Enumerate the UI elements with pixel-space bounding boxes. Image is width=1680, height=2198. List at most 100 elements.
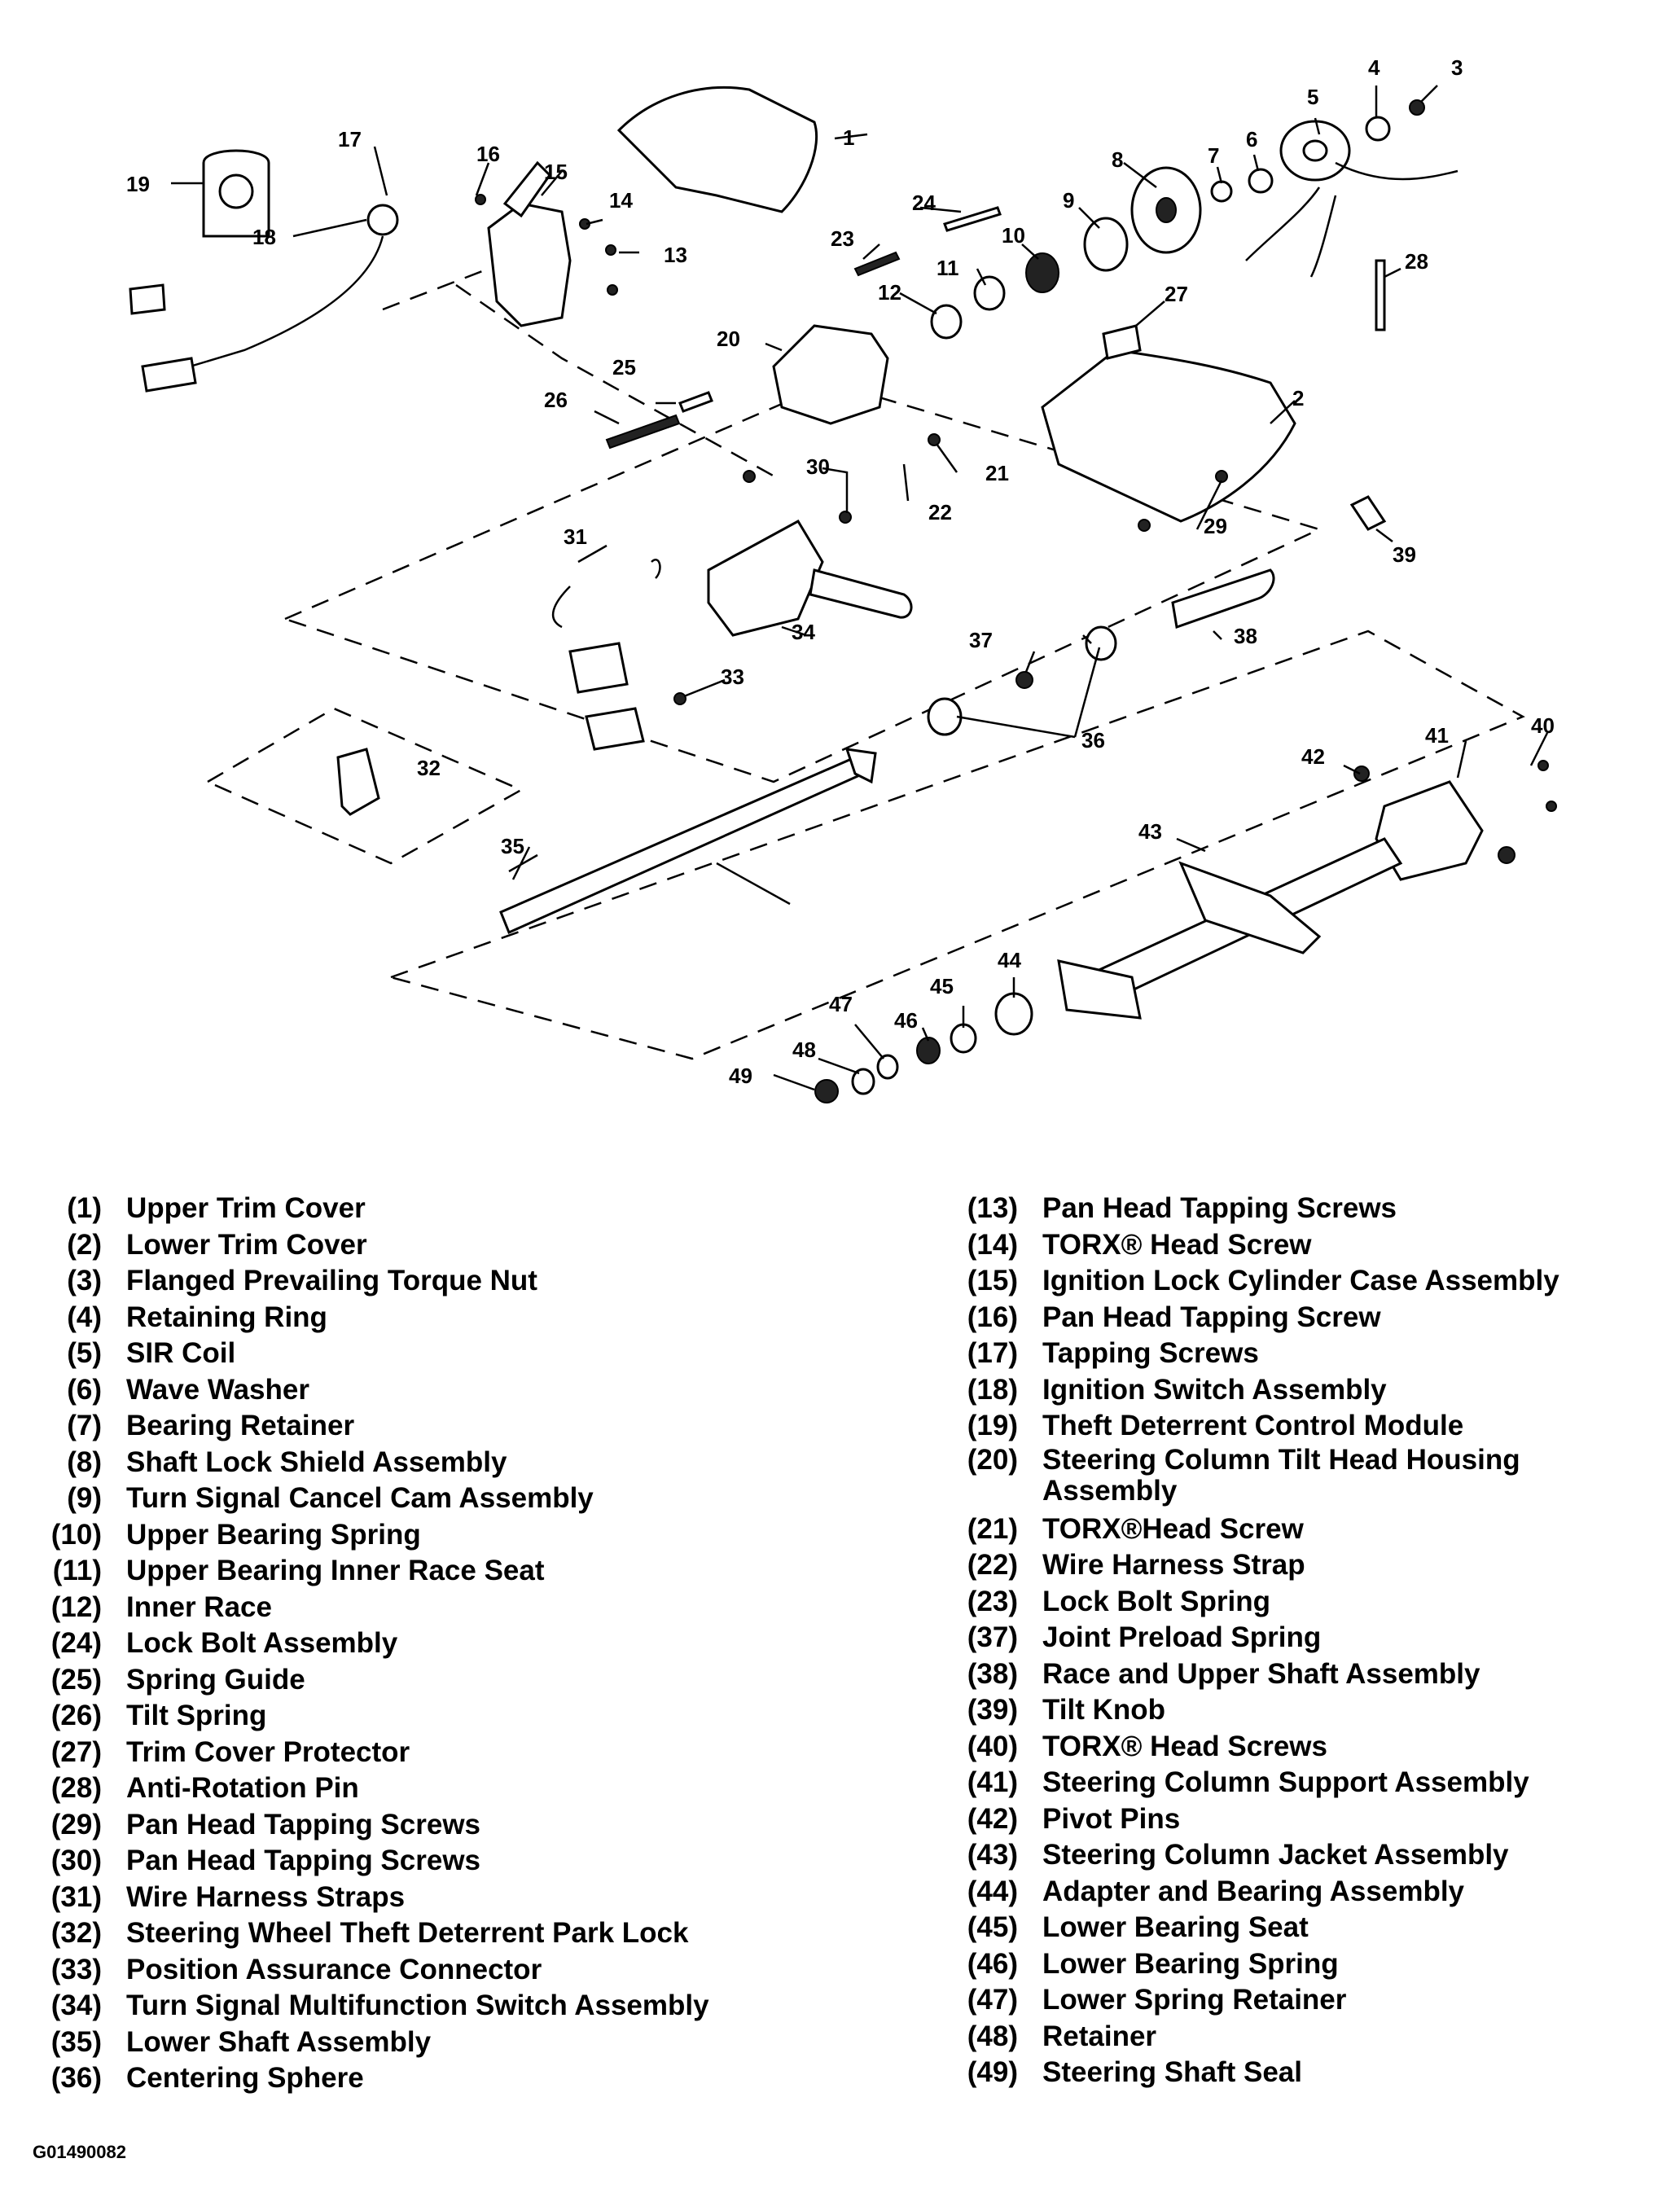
legend-left-column: (1)Upper Trim Cover (2)Lower Trim Cover … <box>33 1191 928 2097</box>
callout-11: 11 <box>937 256 959 280</box>
lock-bolt <box>943 206 1002 232</box>
lock-bolt-spring <box>853 251 901 277</box>
callout-28: 28 <box>1405 249 1428 274</box>
callout-2: 2 <box>1292 386 1304 410</box>
legend-number: (2) <box>67 1228 102 1261</box>
legend-item: (49)Steering Shaft Seal <box>961 2055 1678 2091</box>
legend-number: (31) <box>50 1880 102 1913</box>
legend-text: SIR Coil <box>126 1337 236 1369</box>
legend-text: Retainer <box>1042 2020 1157 2052</box>
bearing-retainer <box>1210 180 1233 203</box>
legend-text: Retaining Ring <box>126 1301 327 1333</box>
legend-number: (16) <box>967 1301 1018 1333</box>
multifunction-switch <box>707 519 824 637</box>
legend-text: Adapter and Bearing Assembly <box>1042 1875 1465 1907</box>
legend-number: (27) <box>50 1735 102 1768</box>
legend-text: Anti-Rotation Pin <box>126 1772 359 1804</box>
ignition-switch <box>366 204 399 236</box>
callout-48: 48 <box>792 1038 816 1062</box>
legend-text: TORX®Head Screw <box>1042 1512 1304 1545</box>
legend-number: (18) <box>967 1373 1018 1406</box>
legend-text: Turn Signal Cancel Cam Assembly <box>126 1482 594 1514</box>
legend-item: (20) Steering Column Tilt Head Housing As… <box>961 1443 1678 1507</box>
legend-number: (11) <box>52 1555 102 1586</box>
legend-text: Pan Head Tapping Screw <box>1042 1301 1381 1333</box>
callout-21: 21 <box>985 461 1009 485</box>
legend-number: (14) <box>967 1228 1018 1261</box>
legend-number: (37) <box>967 1621 1018 1653</box>
tilt-head-housing <box>772 324 889 425</box>
legend-text: Steering Shaft Seal <box>1042 2056 1302 2088</box>
callout-5: 5 <box>1307 85 1318 109</box>
legend-number: (21) <box>967 1512 1018 1545</box>
legend-item: (26) Tilt Spring <box>33 1698 928 1735</box>
legend-text: Shaft Lock Shield Assembly <box>126 1446 507 1478</box>
legend-item: (24)Lock Bolt Assembly <box>33 1625 928 1662</box>
legend-item: (45)Lower Bearing Seat <box>961 1910 1678 1946</box>
legend-item: (12)Inner Race <box>33 1590 928 1626</box>
legend-number: (44) <box>967 1875 1018 1907</box>
legend-number: (15) <box>967 1265 1018 1296</box>
legend-item: (18)Ignition Switch Assembly <box>961 1372 1678 1409</box>
legend-number: (10) <box>50 1518 102 1551</box>
legend-item: (28)Anti-Rotation Pin <box>33 1770 928 1807</box>
legend-number: (26) <box>50 1700 102 1731</box>
legend-number: (5) <box>67 1337 102 1369</box>
legend-item: (4)Retaining Ring <box>33 1300 928 1336</box>
legend-item: (42)Pivot Pins <box>961 1801 1678 1838</box>
callout-26: 26 <box>544 388 568 412</box>
legend-number: (46) <box>967 1947 1018 1980</box>
callout-33: 33 <box>721 665 744 689</box>
tilt-spring <box>605 414 681 450</box>
legend-item: (5) SIR Coil <box>33 1336 928 1372</box>
centering-sphere <box>927 697 963 736</box>
wire-harness-straps <box>552 559 661 629</box>
adapter-ring <box>994 992 1033 1036</box>
trim-cover-protector <box>1102 324 1142 360</box>
legend-text: Steering Column Tilt Head Housing Assemb… <box>1042 1443 1520 1507</box>
inner-race-seat <box>973 275 1006 311</box>
legend-item: (27)Trim Cover Protector <box>33 1735 928 1771</box>
legend-number: (48) <box>967 2020 1018 2052</box>
legend-text: Turn Signal Multifunction Switch Assembl… <box>126 1990 709 2021</box>
legend-text: Race and Upper Shaft Assembly <box>1042 1657 1480 1690</box>
legend-item: (6)Wave Washer <box>33 1372 928 1409</box>
legend-item: (33)Position Assurance Connector <box>33 1952 928 1989</box>
legend-text: Upper Bearing Spring <box>126 1518 421 1551</box>
callout-29: 29 <box>1204 514 1227 538</box>
legend-number: (33) <box>50 1953 102 1985</box>
legend-item: (31) Wire Harness Straps <box>33 1880 928 1916</box>
lower-bearing-seat <box>950 1023 977 1054</box>
legend-number: (29) <box>50 1808 102 1840</box>
legend-item: (19)Theft Deterrent Control Module <box>961 1408 1678 1445</box>
callout-18: 18 <box>252 225 276 249</box>
callout-8: 8 <box>1112 147 1123 172</box>
legend-number: (20) <box>967 1443 1018 1476</box>
legend-item: (43)Steering Column Jacket Assembly <box>961 1837 1678 1874</box>
legend-item: (47)Lower Spring Retainer <box>961 1982 1678 2019</box>
callout-36: 36 <box>1081 728 1105 752</box>
legend-item: (10) Upper Bearing Spring <box>33 1517 928 1554</box>
legend-text: Joint Preload Spring <box>1042 1621 1322 1653</box>
wave-washer <box>1248 168 1274 194</box>
legend-text: Lower Bearing Spring <box>1042 1947 1339 1980</box>
callout-44: 44 <box>998 948 1021 972</box>
legend-item: (21) TORX®Head Screw <box>961 1511 1678 1548</box>
legend-number: (40) <box>967 1730 1018 1762</box>
legend-text: Lower Bearing Seat <box>1042 1911 1309 1943</box>
legend-text: Wire Harness Straps <box>126 1880 406 1913</box>
legend-item: (1)Upper Trim Cover <box>33 1191 928 1227</box>
legend-number: (47) <box>967 1984 1018 2016</box>
legend-item: (23)Lock Bolt Spring <box>961 1584 1678 1621</box>
legend-text: Lower Shaft Assembly <box>126 2025 432 2058</box>
callout-25: 25 <box>612 355 636 379</box>
legend-number: (39) <box>967 1694 1018 1726</box>
legend-number: (9) <box>67 1482 102 1514</box>
legend-text: Tilt Spring <box>126 1700 267 1731</box>
legend-number: (41) <box>967 1766 1018 1798</box>
callout-31: 31 <box>564 524 587 549</box>
callout-42: 42 <box>1301 744 1325 769</box>
legend-item: (25)Spring Guide <box>33 1662 928 1699</box>
callout-20: 20 <box>717 327 740 351</box>
callout-4: 4 <box>1368 55 1380 80</box>
